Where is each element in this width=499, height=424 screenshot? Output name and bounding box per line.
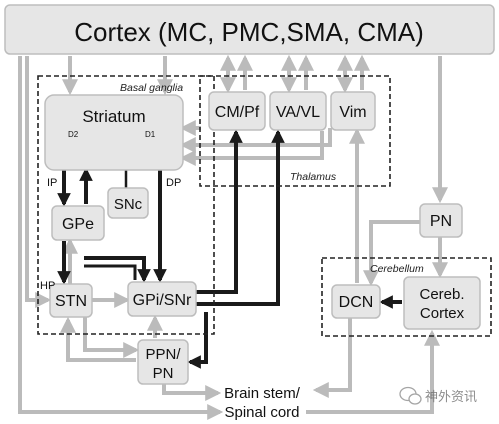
cerebellum-label: Cerebellum: [370, 263, 424, 275]
black-connections: [57, 129, 402, 369]
vim-label: Vim: [339, 104, 366, 121]
ip-label: IP: [47, 177, 57, 189]
arrow-ppn-brainstem: [162, 384, 222, 401]
vavl-box: [269, 91, 327, 131]
cerebellum-region: [321, 257, 492, 337]
arrow-ppn-stn: [60, 316, 136, 362]
gpe-label: GPe: [62, 216, 94, 233]
arrow-stn-ppn: [83, 317, 140, 358]
arrow-cortex-brainstem: [18, 56, 224, 420]
arrow-dcn-brainstem: [312, 318, 352, 398]
pn-box: [419, 203, 463, 238]
pn-label: PN: [430, 213, 452, 230]
arrow-gpi-cmpf: [196, 129, 243, 294]
arrow-cortex-stn: [25, 56, 52, 308]
cereb-cortex-box: [403, 276, 481, 330]
arrow-pn-dcn: [363, 220, 420, 287]
cmpf-box: [208, 91, 266, 131]
cereb-cortex-label-line2: Cortex: [420, 305, 465, 322]
watermark-text: 神外资讯: [425, 390, 477, 405]
vavl-label: VA/VL: [276, 104, 320, 121]
vim-box: [330, 91, 376, 131]
stn-label: STN: [55, 293, 87, 310]
cmpf-label: CM/Pf: [215, 104, 260, 121]
basal-ganglia-label: Basal ganglia: [120, 82, 183, 94]
gpi-snr-box: [127, 281, 197, 317]
dcn-label: DCN: [339, 294, 374, 311]
snc-label: SNc: [114, 196, 143, 213]
arrow-gpi-ppn: [187, 312, 208, 369]
hp-label: HP: [40, 280, 55, 292]
cortex-box: [4, 4, 495, 55]
ppn-pn-box: [137, 339, 189, 385]
ppn-pn-label-line1: PPN/: [145, 346, 181, 363]
arrow-gpe-gpi: [84, 256, 151, 283]
brainstem-label-line1: Brain stem/: [224, 385, 301, 402]
dp-label: DP: [166, 177, 181, 189]
gpe-box: [51, 205, 105, 241]
arrow-gpe-gpi-2: [84, 264, 137, 280]
stn-box: [49, 283, 93, 318]
arrow-spinal-cerebcortex: [306, 329, 440, 414]
striatum-box: [44, 94, 184, 171]
brainstem-label-line2: Spinal cord: [224, 404, 299, 421]
cortex-label: Cortex (MC, PMC,SMA, CMA): [74, 17, 424, 47]
thalamus-region: [199, 75, 391, 187]
thalamus-label: Thalamus: [290, 171, 337, 183]
d2-label: D2: [68, 130, 79, 139]
basal-ganglia-region: [37, 75, 215, 335]
cereb-cortex-label-line1: Cereb.: [419, 286, 464, 303]
wechat-icon: [399, 386, 422, 405]
dcn-box: [331, 284, 381, 319]
striatum-label: Striatum: [82, 107, 145, 126]
gpi-snr-label: GPi/SNr: [133, 292, 192, 309]
arrow-thalamus-striatum: [179, 128, 332, 153]
arrow-gpi-vavl: [196, 129, 285, 306]
snc-box: [107, 187, 149, 219]
d1-label: D1: [145, 130, 156, 139]
ppn-pn-label-line2: PN: [153, 365, 174, 382]
arrow-vavl-striatum: [179, 131, 324, 166]
watermark: 神外资讯: [399, 386, 477, 405]
